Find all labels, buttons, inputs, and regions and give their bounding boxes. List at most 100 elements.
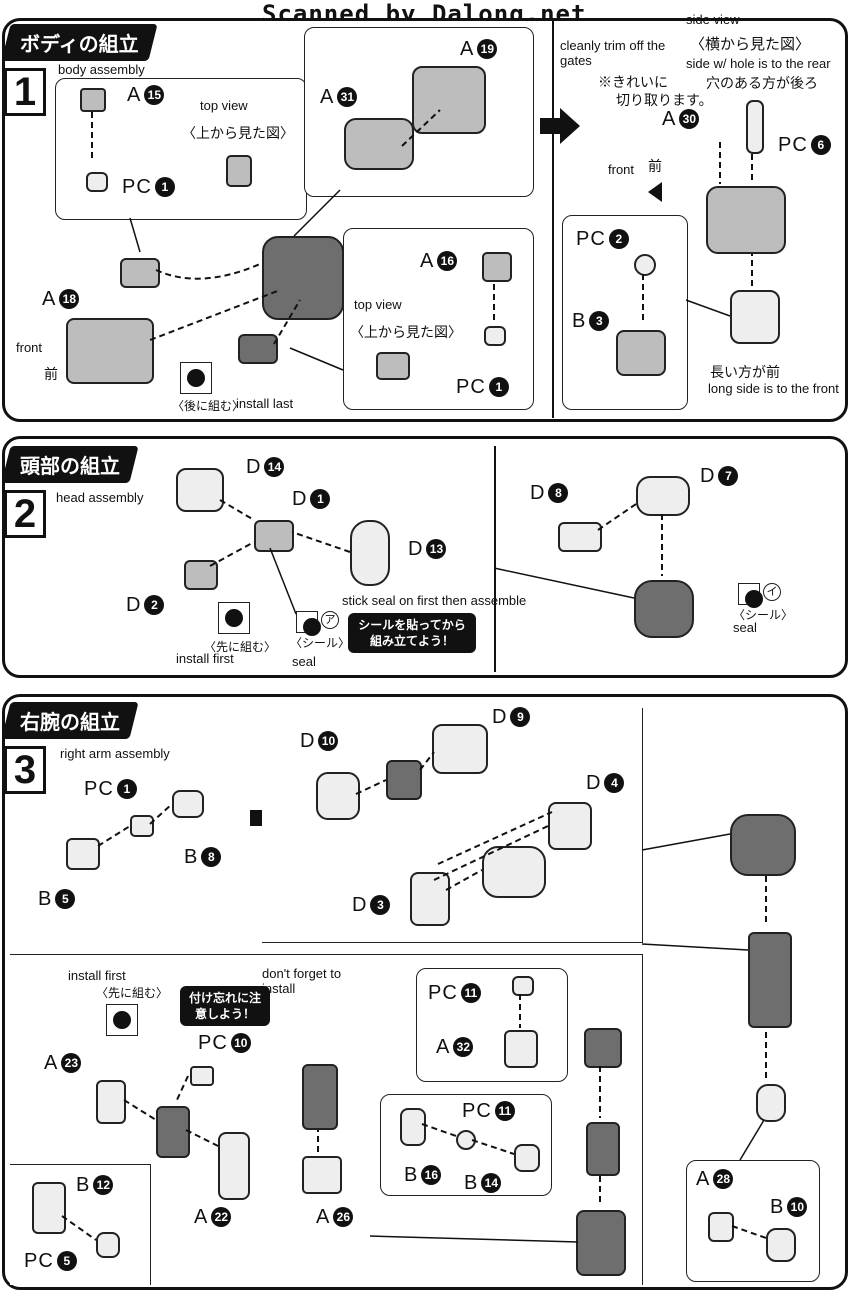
- step2-divider: [494, 446, 496, 672]
- seal-i-mark: イ: [763, 583, 781, 601]
- side-view-label: side view: [686, 12, 740, 27]
- step2-subtitle: head assembly: [56, 490, 144, 505]
- seal-a-jp: 〈シール〉: [290, 636, 351, 650]
- top-view-label: top view: [200, 98, 248, 113]
- body-side-shape: [706, 186, 786, 254]
- step3-a32-box: [416, 968, 568, 1082]
- step1-divider: [552, 20, 554, 418]
- part-a16-assembled-shape: [238, 334, 278, 364]
- step1-flow-arrow: [560, 108, 580, 144]
- upper-arm-assembled-shape: [748, 932, 792, 1028]
- part-d10-shape: [316, 772, 360, 820]
- part-a32-shape: [504, 1030, 538, 1068]
- part-b3-shape: [616, 330, 666, 376]
- seal-i-icon: [738, 583, 763, 608]
- install-first-label: install first: [176, 651, 234, 666]
- part-b14-shape: [514, 1144, 540, 1172]
- part-a15-assembled-shape: [120, 258, 160, 288]
- step1-subtitle: body assembly: [58, 62, 145, 77]
- part-d3-shape: [410, 872, 450, 926]
- front-jp-2: 前: [648, 158, 662, 174]
- top-view-part-shape: [226, 155, 252, 187]
- part-a22-shape: [218, 1132, 250, 1200]
- seal-i-jp: 〈シール〉: [733, 608, 794, 622]
- part-pc2-shape: [634, 254, 656, 276]
- part-pc1b-shape: [484, 326, 506, 346]
- part-a26-shape: [302, 1156, 342, 1194]
- part-pc11a-shape: [512, 976, 534, 996]
- part-a16-shape: [482, 252, 512, 282]
- part-pc5-shape: [96, 1232, 120, 1258]
- shoulder-armor-shape: [730, 814, 796, 876]
- part-pc6-shape: [746, 100, 764, 154]
- dont-forget-callout: 付け忘れに注意しよう！: [180, 986, 270, 1026]
- part-b5-shape: [66, 838, 100, 870]
- waist-part-shape: [730, 290, 780, 344]
- side-view-jp: 〈横から見た図〉: [690, 36, 811, 53]
- front-jp-1: 前: [44, 366, 58, 382]
- part-a23-shape: [96, 1080, 126, 1124]
- part-a18-shape: [66, 318, 154, 384]
- part-a15-shape: [80, 88, 106, 112]
- top-view-jp-2: 〈上から見た図〉: [350, 324, 462, 340]
- install-last-marker: [180, 362, 212, 394]
- install-first-s3-marker: [106, 1004, 138, 1036]
- install-first-s3-label: install first: [68, 968, 126, 983]
- part-a31-shape: [344, 118, 414, 170]
- a32-assembled-shape: [584, 1028, 622, 1068]
- seal-callout: シールを貼ってから組み立てよう！: [348, 613, 476, 653]
- forearm-assembled-shape: [576, 1210, 626, 1276]
- front-label-1: front: [16, 340, 43, 355]
- part-pc1-s3-shape: [130, 815, 154, 837]
- part-a19-shape: [412, 66, 486, 134]
- part-b16-shape: [400, 1108, 426, 1146]
- install-last-label: install last: [236, 396, 294, 411]
- install-last-jp: 〈後に組む〉: [172, 399, 245, 413]
- body-core-shape: [262, 236, 344, 320]
- dont-forget-label: don't forget to install: [262, 966, 342, 996]
- part-d13-shape: [350, 520, 390, 586]
- part-pc1-shape: [86, 172, 108, 192]
- step1-flow-arrow-tail: [540, 118, 560, 134]
- part-pc10-shape: [190, 1066, 214, 1086]
- step3-subtitle: right arm assembly: [60, 746, 170, 761]
- part-d4-shape: [548, 802, 592, 850]
- step1-number: 1: [4, 68, 46, 116]
- upper-arm-joint-shape: [386, 760, 422, 800]
- forearm-joint-shape: [156, 1106, 190, 1158]
- side-hole-label: side w/ hole is to the rear: [686, 56, 831, 71]
- seal-note-label: stick seal on first then assemble: [342, 593, 527, 608]
- head-assembled-shape: [634, 580, 694, 638]
- part-b8-shape: [172, 790, 204, 818]
- top-view-part-shape-2: [376, 352, 410, 380]
- top-view-jp: 〈上から見た図〉: [182, 125, 294, 141]
